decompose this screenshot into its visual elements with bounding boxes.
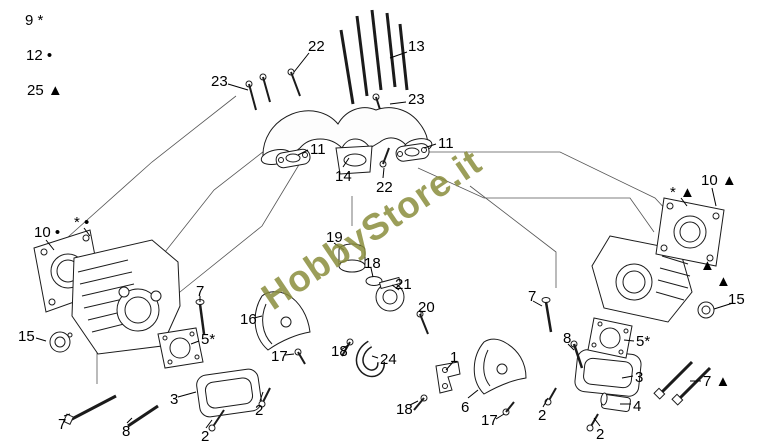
callout-11: 11 <box>310 141 326 158</box>
callout-7: 7 <box>528 288 537 305</box>
callout-2: 2 <box>596 426 605 443</box>
callout-4: 4 <box>633 398 642 415</box>
part-small-screws-top <box>245 68 390 168</box>
part-left-valve-cover <box>196 368 262 418</box>
part-left-fasteners <box>62 299 306 432</box>
callout-7: 7 <box>58 416 67 433</box>
callout-marker: * • <box>74 214 90 231</box>
callout-1: 1 <box>450 349 459 366</box>
callout-14: 14 <box>335 168 352 185</box>
callout-8: 8 <box>563 330 572 347</box>
part-right-outer-plate <box>655 197 725 267</box>
callout-18: 18 <box>331 343 348 360</box>
callout-7: 7 ▲ <box>703 373 731 390</box>
callout-19: 19 <box>326 229 343 246</box>
callout-16: 16 <box>240 311 257 328</box>
callout-marker: ▲ <box>700 257 715 274</box>
part-right-ring-gasket <box>697 301 715 319</box>
callout-24: 24 <box>380 351 397 368</box>
part-right-shroud <box>473 338 527 395</box>
callout-23: 23 <box>408 91 425 108</box>
callout-marker: * ▲ <box>670 184 695 201</box>
callout-12: 12 • <box>26 47 53 64</box>
callout-5: 5* <box>636 333 651 350</box>
part-left-shroud <box>254 291 311 351</box>
callout-17: 17 <box>271 348 288 365</box>
part-valve-body <box>375 276 405 312</box>
part-o-ring <box>365 276 383 286</box>
callout-11: 11 <box>438 135 454 152</box>
part-left-square-gasket <box>157 327 204 369</box>
part-small-duct <box>600 392 631 412</box>
part-right-cylinder-head <box>591 235 693 323</box>
part-breather-hose <box>355 340 386 378</box>
part-flange-gaskets <box>275 143 430 169</box>
callout-2: 2 <box>255 402 264 419</box>
callout-marker: ▲ <box>716 273 731 290</box>
part-right-fasteners <box>413 297 712 432</box>
callout-21: 21 <box>395 276 412 293</box>
callout-13: 13 <box>408 38 425 55</box>
callout-2: 2 <box>538 407 547 424</box>
part-bracket <box>435 361 461 394</box>
callout-5: 5* <box>201 331 216 348</box>
callout-17: 17 <box>481 412 498 429</box>
association-lines <box>57 95 669 384</box>
part-right-valve-cover <box>574 349 642 397</box>
callout-3: 3 <box>170 391 179 408</box>
part-stud-bolts <box>339 9 409 105</box>
callout-10: 10 • <box>34 224 61 241</box>
part-left-ring-gasket <box>49 331 73 353</box>
callout-22: 22 <box>308 38 325 55</box>
callout-18: 18 <box>364 255 381 272</box>
callout-6: 6 <box>461 399 470 416</box>
callout-23: 23 <box>211 73 228 90</box>
callout-7: 7 <box>196 283 205 300</box>
callout-3: 3 <box>635 369 644 386</box>
leader-lines <box>35 51 734 429</box>
callout-25: 25 ▲ <box>27 82 63 99</box>
callout-15: 15 <box>728 291 745 308</box>
part-thermostat <box>338 243 366 273</box>
callout-15: 15 <box>18 328 35 345</box>
callout-20: 20 <box>418 299 435 316</box>
callout-10: 10 ▲ <box>701 172 737 189</box>
callout-2: 2 <box>201 428 210 445</box>
callout-22: 22 <box>376 179 393 196</box>
callout-9: 9 * <box>25 12 44 29</box>
part-right-square-gasket <box>587 317 633 359</box>
callout-18: 18 <box>396 401 413 418</box>
callout-8: 8 <box>122 423 131 440</box>
part-left-cylinder-head <box>71 239 181 355</box>
